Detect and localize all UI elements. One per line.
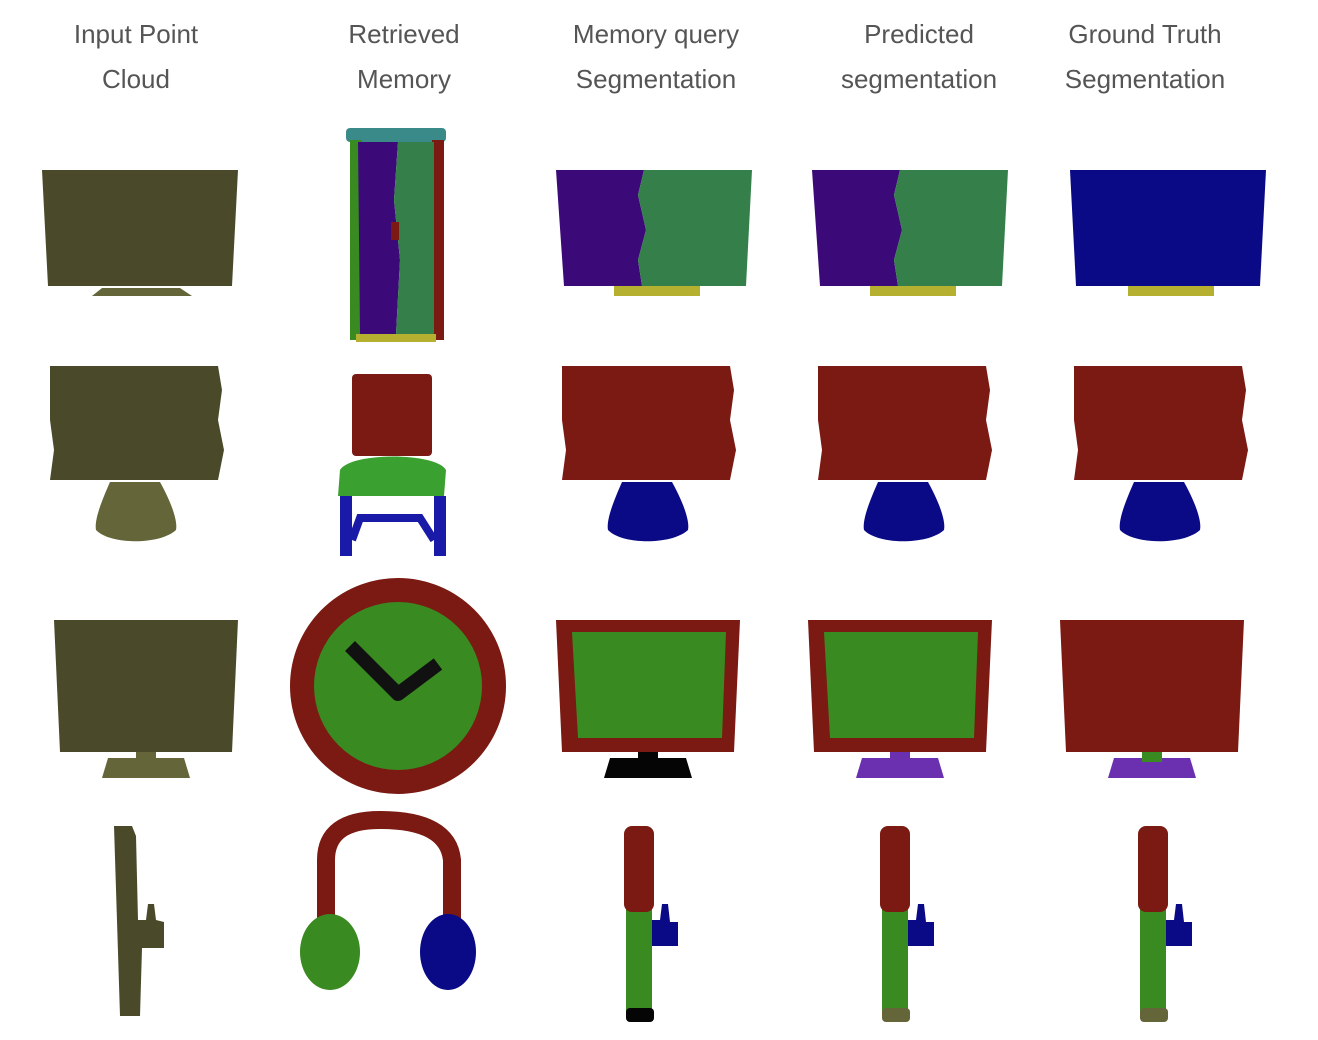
memory-query-segmentation <box>556 170 752 296</box>
monitor-stand <box>1108 758 1196 778</box>
cabinet-door-right <box>394 142 434 334</box>
headphone-left-cup <box>300 914 360 990</box>
header-line: Cloud <box>102 64 170 94</box>
headphone-band <box>317 810 461 930</box>
header-line: Predicted <box>864 19 974 49</box>
predicted-segmentation <box>818 366 992 542</box>
predicted-segmentation <box>812 170 1008 296</box>
clock-hands <box>345 641 443 701</box>
lamp-head <box>880 826 910 912</box>
lamp-base <box>1140 1008 1168 1022</box>
header-line: Memory query <box>572 19 740 49</box>
input-point-cloud <box>54 620 238 778</box>
row-4 <box>114 810 1192 1022</box>
retrieved-memory-cabinet <box>346 128 446 342</box>
chair-back <box>352 374 432 456</box>
row-2 <box>50 366 1248 556</box>
monitor-base <box>95 482 177 542</box>
header-predicted-segmentation: Predicted segmentation <box>809 12 1029 102</box>
ground-truth-segmentation <box>1070 170 1266 296</box>
header-line: segmentation <box>840 64 998 94</box>
cabinet-base <box>356 334 436 342</box>
monitor-stand <box>870 286 956 296</box>
row-3 <box>54 578 1244 794</box>
ground-truth-segmentation <box>1060 620 1244 778</box>
memory-query-segmentation <box>562 366 736 542</box>
lamp-head <box>1138 826 1168 912</box>
lamp-pole <box>626 908 652 1012</box>
cabinet-handle <box>391 222 399 240</box>
input-point-cloud <box>50 366 224 542</box>
header-memory-query-segmentation: Memory query Segmentation <box>546 12 766 102</box>
cabinet-top <box>346 128 446 142</box>
monitor-stand <box>856 758 944 778</box>
lamp-base <box>626 1008 654 1022</box>
row-1 <box>42 128 1266 342</box>
header-line: Ground Truth <box>1068 19 1222 49</box>
monitor-screen <box>1060 620 1244 752</box>
header-input-point-cloud: Input Point Cloud <box>26 12 246 102</box>
cabinet-door-left <box>358 142 400 334</box>
monitor-stand <box>604 758 692 778</box>
predicted-segmentation <box>808 620 992 778</box>
lamp-head <box>624 826 654 912</box>
header-line: Segmentation <box>1064 64 1226 94</box>
segment-part-a <box>556 170 646 286</box>
monitor-screen <box>54 620 238 752</box>
monitor-stand <box>102 758 190 778</box>
lamp-switch <box>652 904 678 946</box>
monitor-screen <box>1070 170 1266 286</box>
chair-seat <box>338 456 446 496</box>
header-retrieved-memory: Retrieved Memory <box>294 12 514 102</box>
predicted-segmentation <box>880 826 934 1022</box>
segment-part-b <box>894 170 1008 286</box>
monitor-screen <box>824 632 978 738</box>
retrieved-memory-chair <box>338 374 446 556</box>
chair-rail <box>348 514 438 543</box>
headphone-right-cup <box>420 914 476 990</box>
monitor-screen <box>42 170 238 286</box>
cabinet-side-right <box>432 140 444 340</box>
header-line: Segmentation <box>575 64 737 94</box>
lamp-base <box>882 1008 910 1022</box>
monitor-screen <box>818 366 992 480</box>
lamp-pole <box>1140 908 1166 1012</box>
segment-part-b <box>638 170 752 286</box>
header-line: Memory <box>357 64 451 94</box>
retrieved-memory-clock <box>290 578 506 794</box>
ground-truth-segmentation <box>1138 826 1192 1022</box>
monitor-screen <box>572 632 726 738</box>
lamp-switch <box>908 904 934 946</box>
monitor-screen <box>1074 366 1248 480</box>
header-line: Retrieved <box>348 19 460 49</box>
chair-legs <box>340 496 446 556</box>
header-line: Input Point <box>73 19 199 49</box>
monitor-stand <box>92 288 192 296</box>
monitor-base <box>607 482 689 542</box>
monitor-stand <box>614 286 700 296</box>
monitor-base <box>863 482 945 542</box>
lamp-pole <box>882 908 908 1012</box>
monitor-screen <box>562 366 736 480</box>
input-point-cloud <box>114 826 164 1016</box>
retrieved-memory-headphones <box>300 810 476 990</box>
memory-query-segmentation <box>556 620 740 778</box>
ground-truth-segmentation <box>1074 366 1248 542</box>
segment-part-a <box>812 170 902 286</box>
monitor-base <box>1119 482 1201 542</box>
lamp-switch <box>1166 904 1192 946</box>
lamp <box>114 826 164 1016</box>
memory-query-segmentation <box>624 826 678 1022</box>
monitor-screen <box>50 366 224 480</box>
header-ground-truth-segmentation: Ground Truth Segmentation <box>1035 12 1255 102</box>
input-point-cloud <box>42 170 238 296</box>
monitor-stand <box>1128 286 1214 296</box>
